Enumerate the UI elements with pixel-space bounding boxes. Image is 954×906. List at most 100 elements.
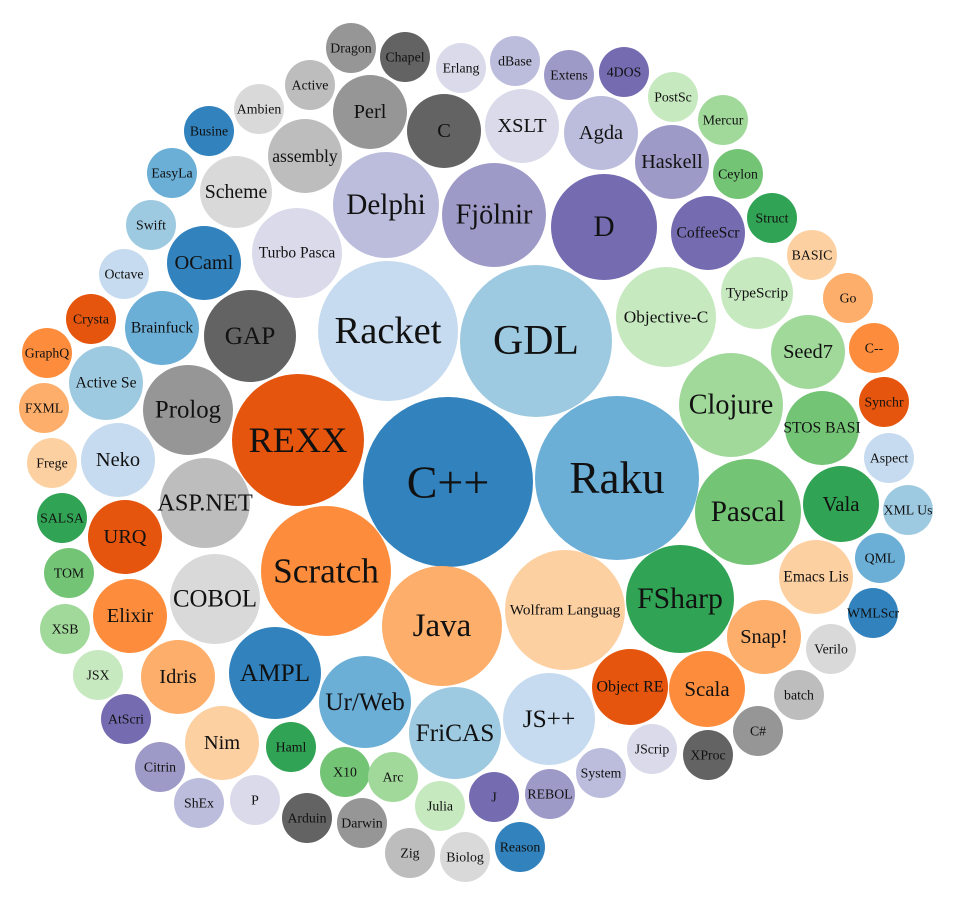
bubble-xml-us[interactable]: XML Us — [883, 485, 933, 535]
bubble-java[interactable]: Java — [382, 566, 502, 686]
bubble-haml[interactable]: Haml — [266, 722, 316, 772]
bubble-ambien[interactable]: Ambien — [234, 84, 284, 134]
bubble-xproc[interactable]: XProc — [683, 730, 733, 780]
bubble-active[interactable]: Active — [285, 60, 335, 110]
bubble-idris[interactable]: Idris — [141, 640, 215, 714]
bubble-raku[interactable]: Raku — [535, 396, 699, 560]
bubble-js[interactable]: JS++ — [503, 673, 595, 765]
bubble-x10[interactable]: X10 — [320, 747, 370, 797]
bubble-seed7[interactable]: Seed7 — [771, 315, 845, 389]
bubble-p[interactable]: P — [230, 775, 280, 825]
bubble-swift[interactable]: Swift — [126, 200, 176, 250]
bubble-biolog[interactable]: Biolog — [440, 832, 490, 882]
bubble-julia[interactable]: Julia — [415, 781, 465, 831]
bubble-dbase[interactable]: dBase — [490, 36, 540, 86]
bubble-ceylon[interactable]: Ceylon — [713, 149, 763, 199]
bubble-gdl[interactable]: GDL — [460, 265, 612, 417]
bubble-ocaml[interactable]: OCaml — [167, 226, 241, 300]
bubble-scala[interactable]: Scala — [669, 651, 745, 727]
bubble-c[interactable]: C++ — [363, 397, 533, 567]
bubble-ur-web[interactable]: Ur/Web — [319, 656, 411, 748]
bubble-dragon[interactable]: Dragon — [326, 23, 376, 73]
bubble-wmlscr[interactable]: WMLScr — [847, 588, 900, 638]
bubble-asp-net[interactable]: ASP.NET — [157, 458, 253, 548]
bubble-aspect[interactable]: Aspect — [864, 433, 914, 483]
bubble-atscri[interactable]: AtScri — [101, 694, 151, 744]
bubble-shex[interactable]: ShEx — [174, 778, 224, 828]
bubble-frege[interactable]: Frege — [27, 438, 77, 488]
bubble-salsa[interactable]: SALSA — [37, 493, 87, 543]
bubble-octave[interactable]: Octave — [99, 249, 149, 299]
bubble-citrin[interactable]: Citrin — [135, 742, 185, 792]
bubble-urq[interactable]: URQ — [88, 500, 162, 574]
bubble-arduin[interactable]: Arduin — [282, 793, 332, 843]
bubble-chapel[interactable]: Chapel — [380, 32, 430, 82]
bubble-active-se[interactable]: Active Se — [69, 346, 143, 420]
bubble-coffeescr[interactable]: CoffeeScr — [671, 196, 745, 270]
bubble-c[interactable]: C# — [733, 706, 783, 756]
bubble-agda[interactable]: Agda — [564, 96, 638, 170]
bubble-tom[interactable]: TOM — [44, 548, 94, 598]
bubble-darwin[interactable]: Darwin — [337, 798, 387, 848]
bubble-fricas[interactable]: FriCAS — [409, 687, 501, 779]
bubble-delphi[interactable]: Delphi — [333, 152, 439, 258]
bubble-rebol[interactable]: REBOL — [525, 769, 575, 819]
bubble-neko[interactable]: Neko — [81, 423, 155, 497]
bubble-c[interactable]: C — [407, 94, 481, 168]
bubble-assembly[interactable]: assembly — [268, 119, 342, 193]
bubble-scheme[interactable]: Scheme — [200, 156, 272, 228]
bubble-typescrip[interactable]: TypeScrip — [721, 257, 793, 329]
bubble-emacs-lis[interactable]: Emacs Lis — [779, 540, 853, 614]
bubble-c[interactable]: C-- — [849, 323, 899, 373]
bubble-verilo[interactable]: Verilo — [806, 624, 856, 674]
bubble-fj-lnir[interactable]: Fjölnir — [442, 163, 546, 267]
bubble-arc[interactable]: Arc — [368, 752, 418, 802]
bubble-synchr[interactable]: Synchr — [859, 377, 909, 427]
bubble-scratch[interactable]: Scratch — [261, 506, 391, 636]
bubble-stos-basi[interactable]: STOS BASI — [783, 391, 861, 465]
bubble-vala[interactable]: Vala — [803, 466, 879, 542]
bubble-go[interactable]: Go — [823, 273, 873, 323]
bubble-pascal[interactable]: Pascal — [695, 459, 801, 565]
bubble-basic[interactable]: BASIC — [787, 230, 837, 280]
bubble-4dos[interactable]: 4DOS — [599, 47, 649, 97]
bubble-snap[interactable]: Snap! — [727, 600, 801, 674]
bubble-batch[interactable]: batch — [774, 670, 824, 720]
bubble-racket[interactable]: Racket — [318, 261, 458, 401]
bubble-clojure[interactable]: Clojure — [679, 353, 783, 457]
bubble-zig[interactable]: Zig — [385, 828, 435, 878]
bubble-xslt[interactable]: XSLT — [485, 89, 559, 163]
bubble-object-re[interactable]: Object RE — [592, 649, 668, 725]
bubble-fsharp[interactable]: FSharp — [626, 545, 734, 653]
bubble-reason[interactable]: Reason — [495, 822, 545, 872]
bubble-rexx[interactable]: REXX — [232, 374, 364, 506]
bubble-prolog[interactable]: Prolog — [143, 365, 233, 455]
bubble-elixir[interactable]: Elixir — [93, 579, 167, 653]
bubble-wolfram-languag[interactable]: Wolfram Languag — [505, 550, 625, 670]
bubble-nim[interactable]: Nim — [185, 706, 259, 780]
bubble-fxml[interactable]: FXML — [19, 383, 69, 433]
bubble-busine[interactable]: Busine — [184, 106, 234, 156]
bubble-erlang[interactable]: Erlang — [436, 43, 486, 93]
bubble-ampl[interactable]: AMPL — [229, 627, 321, 719]
bubble-struct[interactable]: Struct — [747, 193, 797, 243]
bubble-objective-c[interactable]: Objective-C — [616, 267, 716, 367]
bubble-gap[interactable]: GAP — [204, 290, 296, 382]
bubble-extens[interactable]: Extens — [544, 50, 594, 100]
bubble-easyla[interactable]: EasyLa — [147, 148, 197, 198]
bubble-perl[interactable]: Perl — [333, 75, 407, 149]
bubble-haskell[interactable]: Haskell — [635, 125, 709, 199]
bubble-cobol[interactable]: COBOL — [170, 554, 260, 644]
bubble-brainfuck[interactable]: Brainfuck — [125, 291, 199, 365]
bubble-j[interactable]: J — [469, 772, 519, 822]
bubble-postsc[interactable]: PostSc — [648, 72, 698, 122]
bubble-graphq[interactable]: GraphQ — [22, 328, 72, 378]
bubble-d[interactable]: D — [551, 174, 657, 280]
bubble-crysta[interactable]: Crysta — [66, 294, 116, 344]
bubble-qml[interactable]: QML — [855, 533, 905, 583]
bubble-xsb[interactable]: XSB — [40, 604, 90, 654]
bubble-jsx[interactable]: JSX — [73, 650, 123, 700]
bubble-mercur[interactable]: Mercur — [698, 95, 748, 145]
bubble-jscrip[interactable]: JScrip — [627, 724, 677, 774]
bubble-system[interactable]: System — [576, 748, 626, 798]
